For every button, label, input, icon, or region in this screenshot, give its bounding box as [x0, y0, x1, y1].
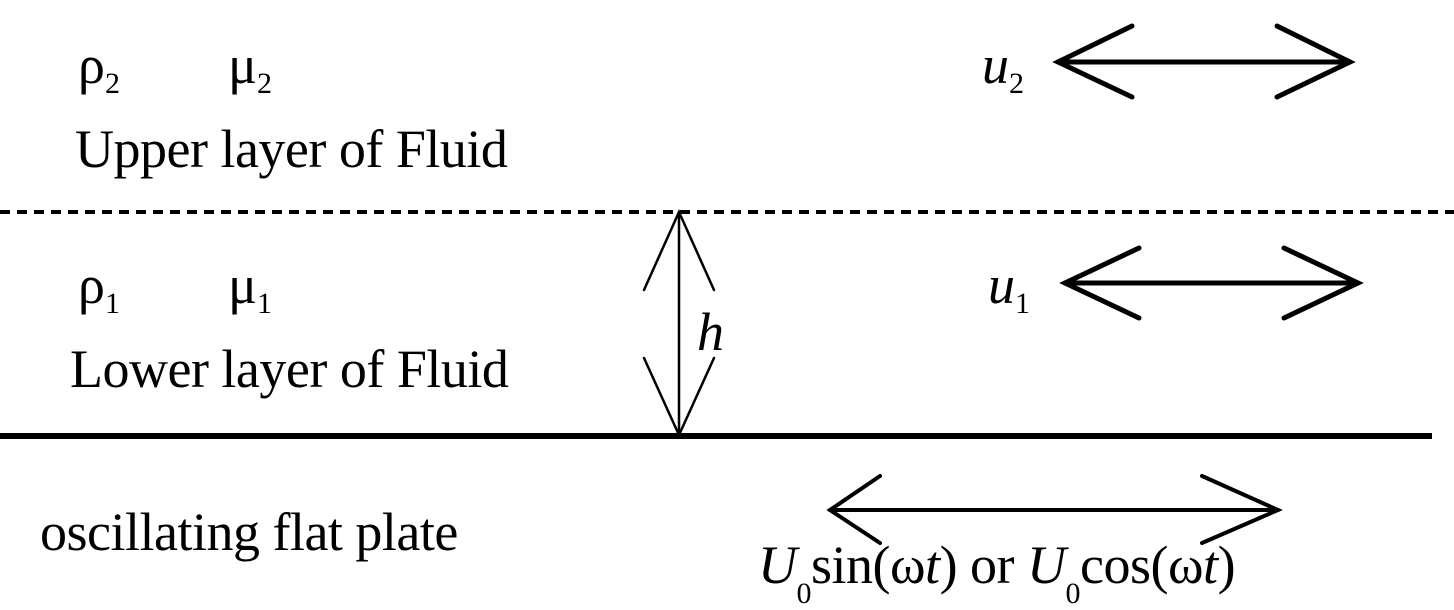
u2-subscript: 2	[1009, 67, 1024, 100]
u2-base: u	[982, 35, 1009, 95]
u2-symbol: u2	[982, 38, 1024, 99]
vel-sin-func: sin(ω	[811, 535, 926, 595]
mu-1-symbol: μ1	[228, 258, 272, 319]
u2-double-arrow	[1052, 23, 1356, 100]
vel-close-1: )	[939, 535, 958, 595]
plate-velocity-expression: U0sin(ωt) or U0cos(ωt)	[758, 535, 1236, 610]
vel-close-2: )	[1217, 535, 1236, 595]
mu-1-subscript: 1	[256, 287, 272, 320]
upper-layer-label: Upper layer of Fluid	[75, 119, 508, 179]
u1-base: u	[988, 255, 1015, 315]
vel-t-2: t	[1203, 535, 1218, 595]
mu-2-symbol: μ2	[228, 38, 272, 99]
mu-1-base: μ	[228, 255, 257, 315]
u1-subscript: 1	[1015, 287, 1030, 320]
rho-1-subscript: 1	[104, 287, 120, 320]
u1-double-arrow	[1059, 245, 1364, 321]
rho-2-subscript: 2	[104, 67, 120, 100]
vel-U-2: U	[1027, 535, 1066, 595]
thickness-double-arrow	[642, 208, 716, 439]
diagram-canvas	[0, 23, 1454, 545]
vel-or: or	[957, 535, 1028, 595]
vel-cos-func: cos(ω	[1080, 535, 1204, 595]
mu-2-base: μ	[228, 35, 257, 95]
vel-U-2-subscript: 0	[1065, 577, 1081, 610]
plate-label: oscillating flat plate	[40, 502, 458, 562]
u1-symbol: u1	[988, 258, 1030, 319]
lower-layer-label: Lower layer of Fluid	[70, 339, 509, 399]
rho-2-base: ρ	[78, 35, 105, 95]
rho-2-symbol: ρ2	[78, 38, 120, 99]
vel-U-1: U	[758, 535, 797, 595]
plate-double-arrow	[826, 474, 1283, 545]
rho-1-base: ρ	[78, 255, 105, 315]
rho-1-symbol: ρ1	[78, 258, 120, 319]
vel-t-1: t	[925, 535, 940, 595]
vel-U-1-subscript: 0	[796, 577, 812, 610]
mu-2-subscript: 2	[256, 67, 272, 100]
thickness-h-label: h	[697, 302, 724, 362]
